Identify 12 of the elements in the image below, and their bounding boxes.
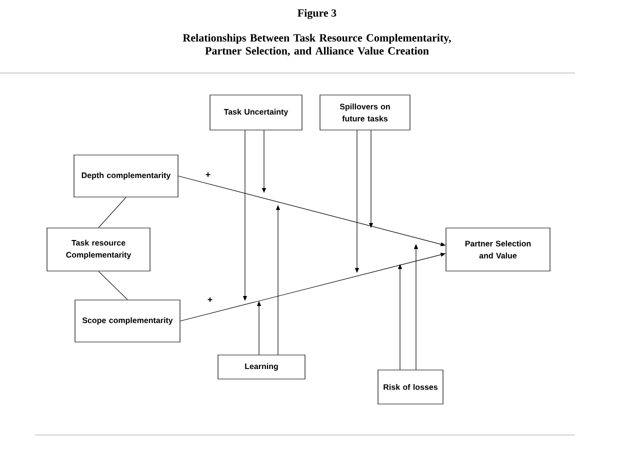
caption: Relationships Between Task Resource Complementarity, Partner Selection, and Alliance Value Creation — [182, 34, 451, 56]
box: Partner Selection and Value — [446, 228, 550, 272]
box: Risk of losses — [378, 370, 444, 404]
title: Figure 3 — [298, 8, 336, 20]
box: Scope complementarity — [74, 300, 180, 342]
edge-label: + — [206, 296, 214, 304]
box: Depth complementarity — [74, 154, 178, 198]
box: Task Uncertainty — [210, 94, 302, 130]
box: Task resource Complementarity — [46, 228, 150, 272]
edge-label: + — [204, 171, 212, 179]
box: Learning — [218, 354, 306, 380]
box: Spillovers on future tasks — [320, 94, 410, 130]
